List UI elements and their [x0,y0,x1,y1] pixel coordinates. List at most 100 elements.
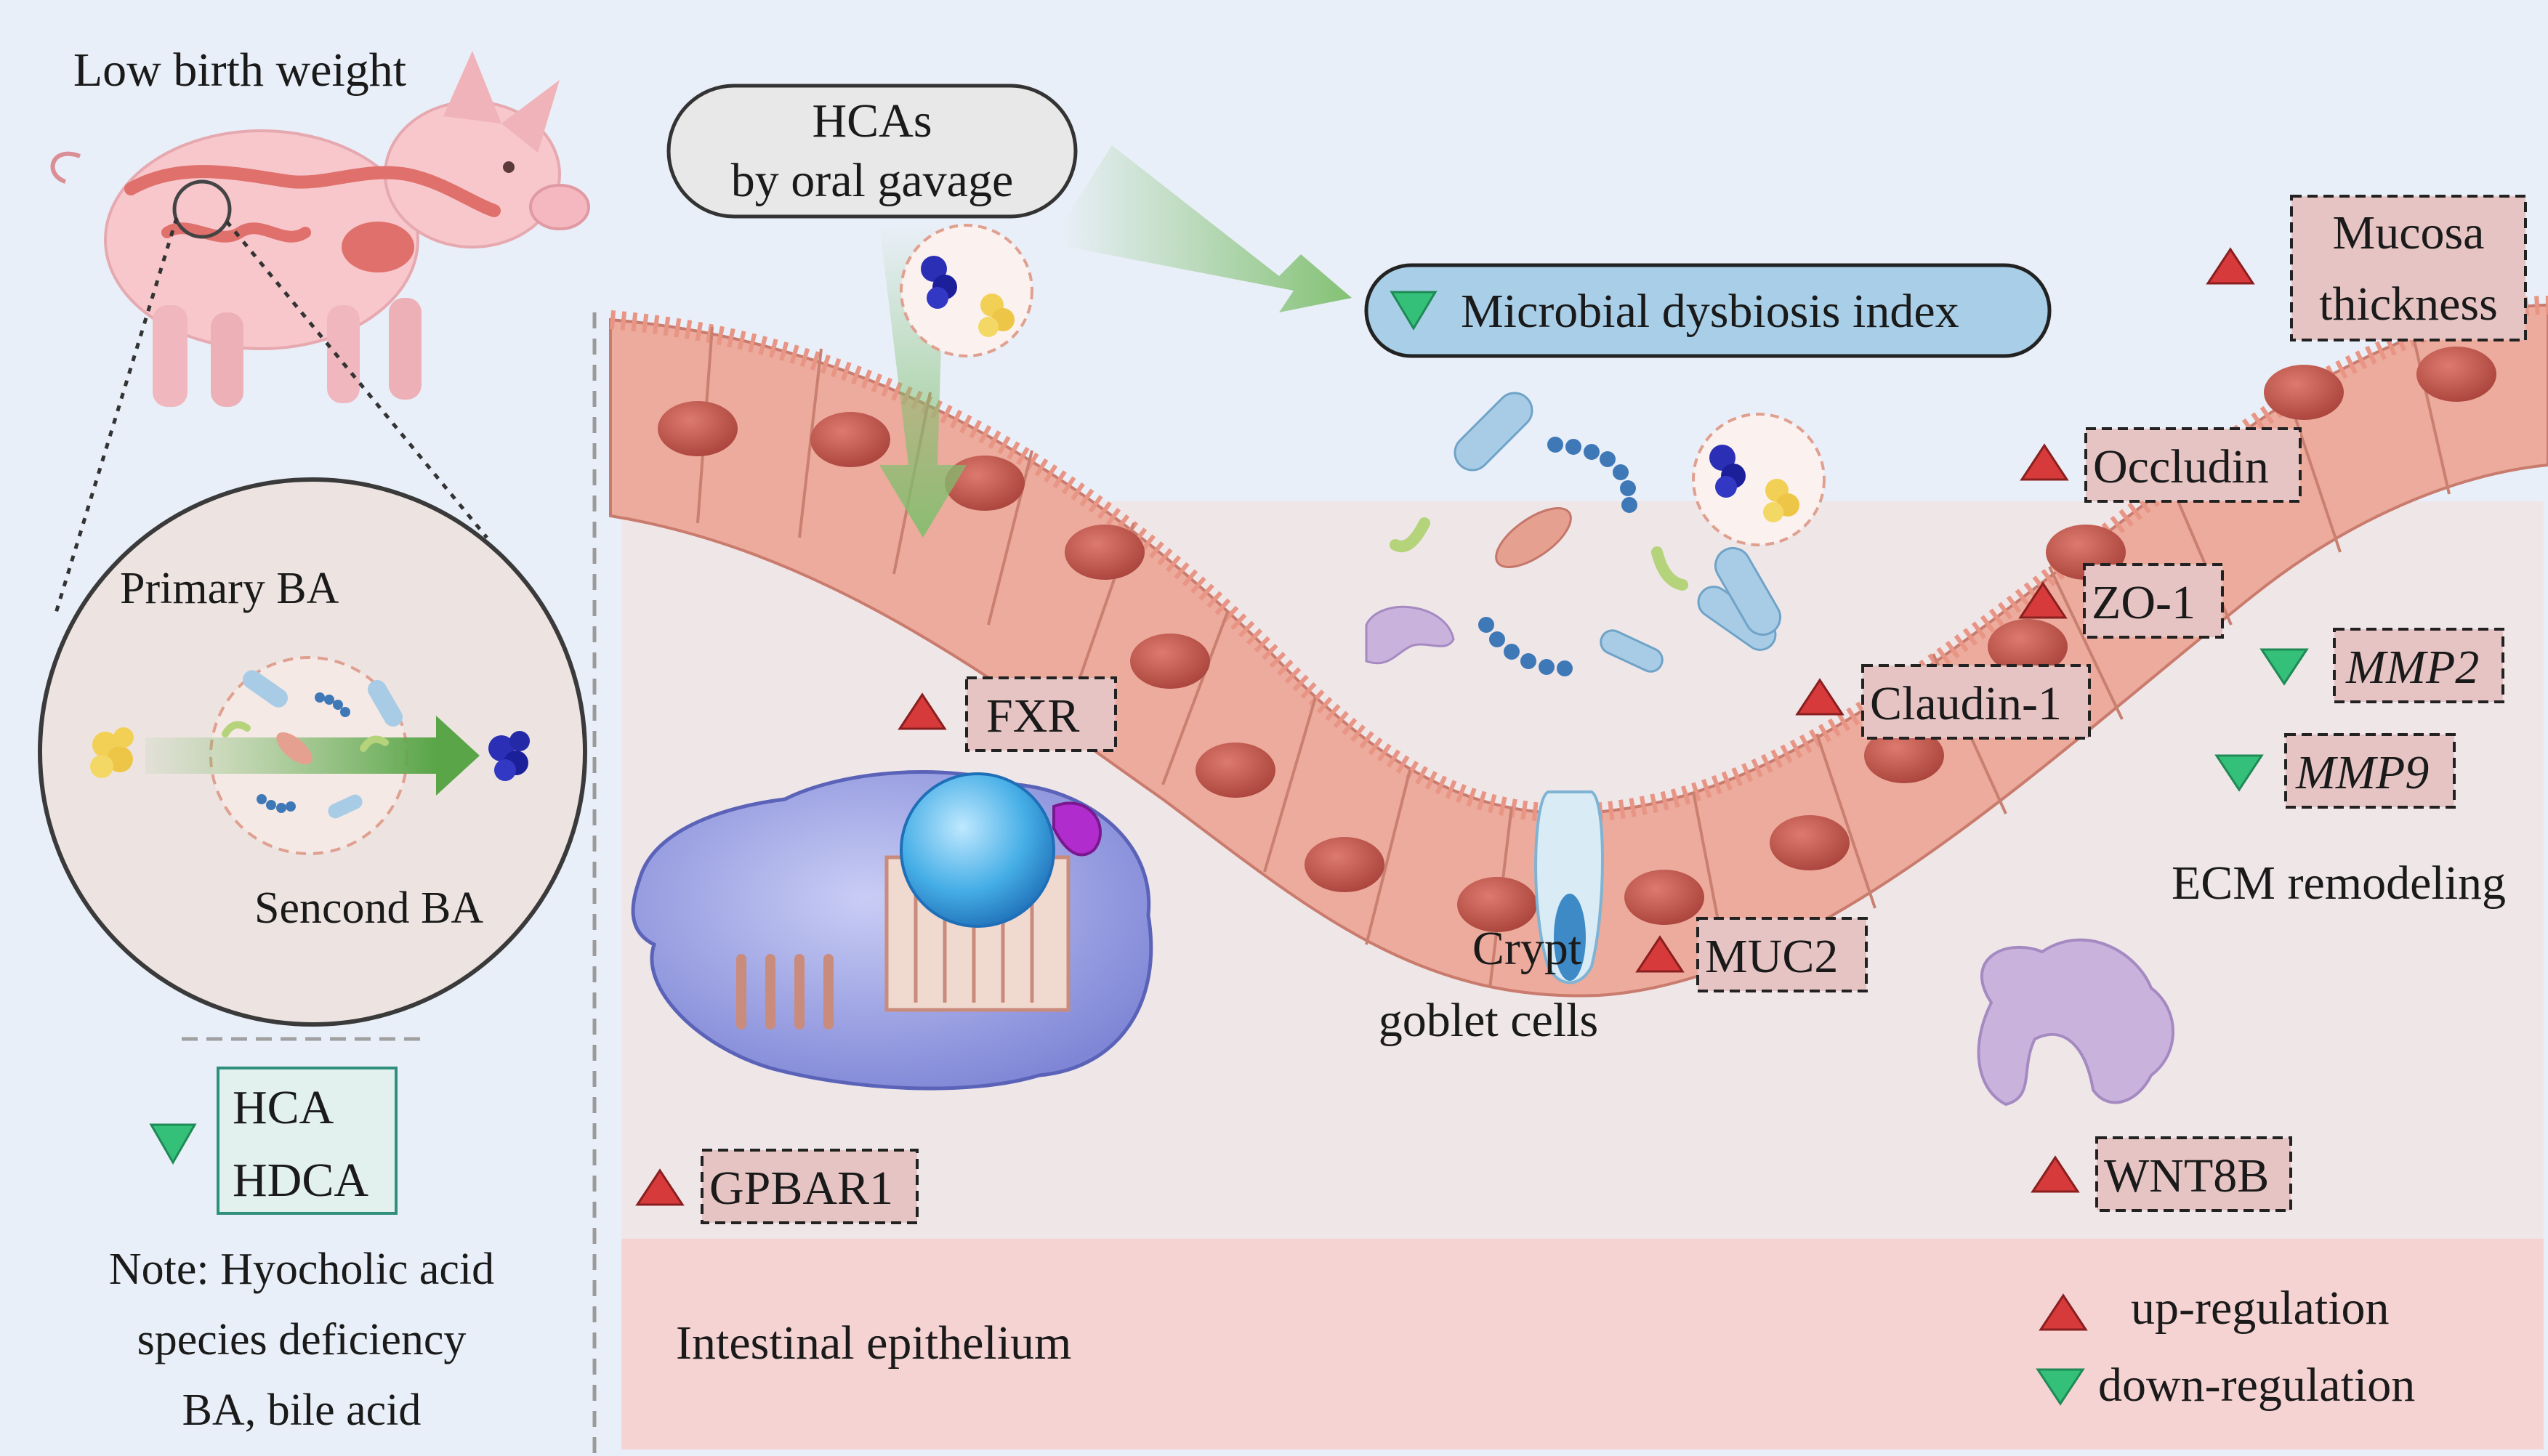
left-title: Low birth weight [73,44,406,97]
marker-label: MMP2 [2345,641,2479,694]
up-regulation-triangle [2031,1155,2080,1193]
nucleus-icon [900,772,1055,928]
gavage-box [666,84,1078,219]
receptor-icon [1052,801,1102,857]
protein-blob-icon [1977,938,2174,1107]
marker-box [2290,195,2527,341]
marker-claudin: Claudin-1 [1795,664,2091,740]
primary-ba-molecule-icon [90,727,134,778]
down-regulation-triangle [149,1123,197,1165]
up-regulation-triangle [2018,581,2068,619]
ba-conversion-circle: Primary BA Sencond BA [38,477,587,1027]
marker-box [1861,664,2091,740]
down-regulation-triangle [2214,754,2264,792]
up-regulation-triangle [1635,935,1685,973]
marker-label: Mucosa [2333,206,2485,259]
rod-bacterium-icon [368,679,403,727]
marker-label: MMP9 [2295,746,2429,799]
up-regulation-triangle [635,1168,685,1206]
marker-box [2084,427,2302,503]
marker-box [2083,563,2224,639]
marker-muc2: MUC2 [1635,917,1868,992]
marker-box [1696,917,1868,992]
ecm-label: ECM remodeling [2172,857,2506,910]
bacterium-icon [276,732,313,765]
primary-ba-molecule-icon [1763,479,1799,522]
goblet-cell-icon [1534,790,1604,984]
zoom-source-circle [172,179,232,239]
secondary-ba-molecule-icon [1709,445,1746,498]
primary-ba-label: Primary BA [120,564,339,613]
note-line: species deficiency [137,1315,467,1364]
lumen-microbes [1365,392,1826,676]
marker-label: Claudin-1 [1870,677,2062,730]
zoom-line-right [225,220,488,539]
marker-wnt8b: WNT8B [2031,1136,2292,1212]
marker-label: MUC2 [1705,930,1838,983]
legend-down-label: down-regulation [2098,1359,2415,1412]
secondary-ba-label: Sencond BA [254,883,483,933]
hca-bubble [900,224,1033,357]
marker-zo1: ZO-1 [2018,563,2224,639]
marker-mucosa: Mucosa thickness [2206,195,2527,341]
vibrio-icon [1390,517,1430,552]
up-regulation-triangle [2020,443,2069,481]
rod-bacterium-icon [1714,546,1781,636]
vibrio-icon [222,721,251,737]
curved-bacterium-icon [1365,605,1455,665]
epithelium-band [621,1239,2544,1449]
marker-mmp9: MMP9 [2214,733,2456,809]
rod-bacterium-icon [328,794,363,819]
vibrio-icon [1651,546,1688,591]
marker-label: ZO-1 [2092,576,2196,629]
bacterium-icon [1495,507,1572,568]
marker-label: Occludin [2093,440,2269,493]
crypt-label: goblet cells [1379,994,1598,1047]
rod-bacterium-icon [1454,392,1533,472]
up-regulation-triangle [2039,1293,2088,1331]
marker-box [701,1149,919,1224]
note-line: Note: Hyocholic acid [109,1245,494,1294]
down-regulation-triangle [2259,648,2309,686]
deficiency-item: HCA [233,1081,334,1134]
deficiency-item: HDCA [233,1154,368,1207]
ba-arrow-head [436,716,480,796]
crypt-goblet-label: Crypt goblet cells [1379,922,1598,1047]
gavage-text: HCAs [812,94,932,147]
gavage-text: by oral gavage [731,154,1014,207]
marker-mmp2: MMP2 [2259,628,2504,703]
secondary-ba-molecule-icon [921,256,957,309]
up-regulation-triangle [1795,678,1845,716]
marker-box [2284,733,2456,809]
vibrio-icon [360,735,389,752]
pig-illustration [50,51,590,407]
rod-bacterium-icon [1600,629,1664,673]
marker-box [2333,628,2504,703]
epithelium-label: Intestinal epithelium [676,1317,1071,1370]
primary-ba-molecule-icon [978,294,1015,337]
note-line: BA, bile acid [182,1386,422,1435]
crypt-label: Crypt [1472,922,1581,975]
down-regulation-triangle [2036,1368,2085,1406]
up-regulation-triangle [898,692,947,730]
up-regulation-triangle [2206,247,2255,285]
zoom-line-left [52,217,179,618]
chain-bacterium-icon [257,692,350,813]
secondary-ba-molecule-icon [488,731,530,781]
gavage-arrow-right [1061,145,1352,312]
rod-bacterium-icon [242,670,289,708]
marker-label: WNT8B [2104,1149,2269,1202]
enterocyte-illustration [631,770,1153,1091]
legend: up-regulation down-regulation [2036,1282,2415,1412]
marker-fxr: FXR [898,676,1117,752]
golgi-icon [736,954,834,1030]
marker-box [965,676,1117,752]
marker-gpbar1: GPBAR1 [635,1149,919,1224]
main-panel: Intestinal epithelium [609,84,2548,1449]
left-panel: Low birth weight Primary BA [38,44,590,1435]
marker-label: FXR [986,689,1079,743]
marker-box [2095,1136,2292,1212]
marker-occludin: Occludin [2020,427,2302,503]
